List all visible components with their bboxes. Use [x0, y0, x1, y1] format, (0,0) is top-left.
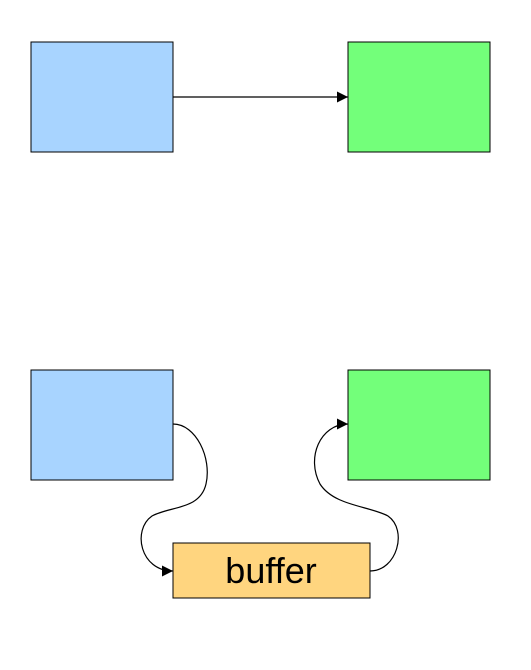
buffer-box — [172, 542, 371, 599]
source-to-buffer-arrow — [140, 423, 208, 577]
source-box-top — [30, 41, 174, 153]
target-box-bottom — [347, 369, 491, 481]
buffer-label: buffer — [225, 550, 316, 591]
target-box-top — [347, 41, 491, 153]
source-box-bottom — [30, 369, 174, 481]
buffer-to-target-arrow — [313, 418, 399, 572]
direct-connection-group — [30, 41, 491, 153]
buffered-connection-group: buffer — [30, 369, 491, 599]
